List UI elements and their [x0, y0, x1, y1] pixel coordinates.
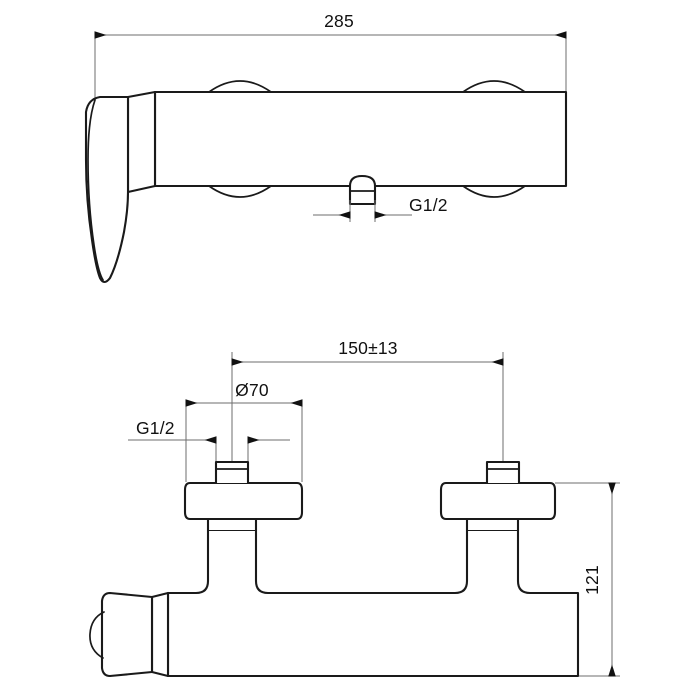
dimension-body-depth: 121 — [555, 482, 620, 677]
dimension-thread-plan: G1/2 — [128, 418, 290, 470]
mixer-body-plan — [166, 528, 580, 678]
wall-flange-left — [183, 481, 304, 521]
inlet-nipple-left — [214, 460, 250, 485]
flange-arcs-side — [208, 80, 526, 198]
dimension-thread-side: G1/2 — [313, 195, 448, 222]
dimension-label-d70: Ø70 — [235, 380, 269, 400]
dimension-label-g12-plan: G1/2 — [136, 418, 175, 438]
dimension-label-285: 285 — [324, 11, 354, 31]
view-plan: 150±13 Ø70 G1/2 121 — [89, 338, 620, 678]
handle-crease-line — [87, 99, 104, 281]
dimension-label-150: 150±13 — [338, 338, 397, 358]
dimension-label-121: 121 — [582, 565, 602, 595]
inlet-nipple-right — [485, 460, 521, 485]
handle-collar-side — [126, 90, 157, 194]
dimension-label-g12-side: G1/2 — [409, 195, 448, 215]
handle-collar-plan — [150, 591, 170, 678]
lever-handle-side — [84, 95, 130, 284]
dimension-overall-length: 285 — [94, 11, 567, 105]
handle-cap-plan — [100, 591, 154, 678]
flange-right-upper-arc — [462, 80, 526, 93]
mixer-body-side — [153, 90, 568, 188]
outlet-nipple-side — [348, 174, 377, 206]
wall-flange-right — [439, 481, 557, 521]
flange-left-lower-arc — [208, 185, 272, 198]
dimension-center-distance: 150±13 — [231, 338, 504, 470]
view-side-elevation: 285 — [84, 11, 568, 284]
stem-right-plan — [465, 517, 520, 532]
dimension-flange-diameter: Ø70 — [185, 380, 303, 482]
handle-cap-end-profile — [89, 611, 105, 659]
stem-left-plan — [206, 517, 258, 532]
flange-left-upper-arc — [208, 80, 272, 93]
flange-right-lower-arc — [462, 185, 526, 198]
